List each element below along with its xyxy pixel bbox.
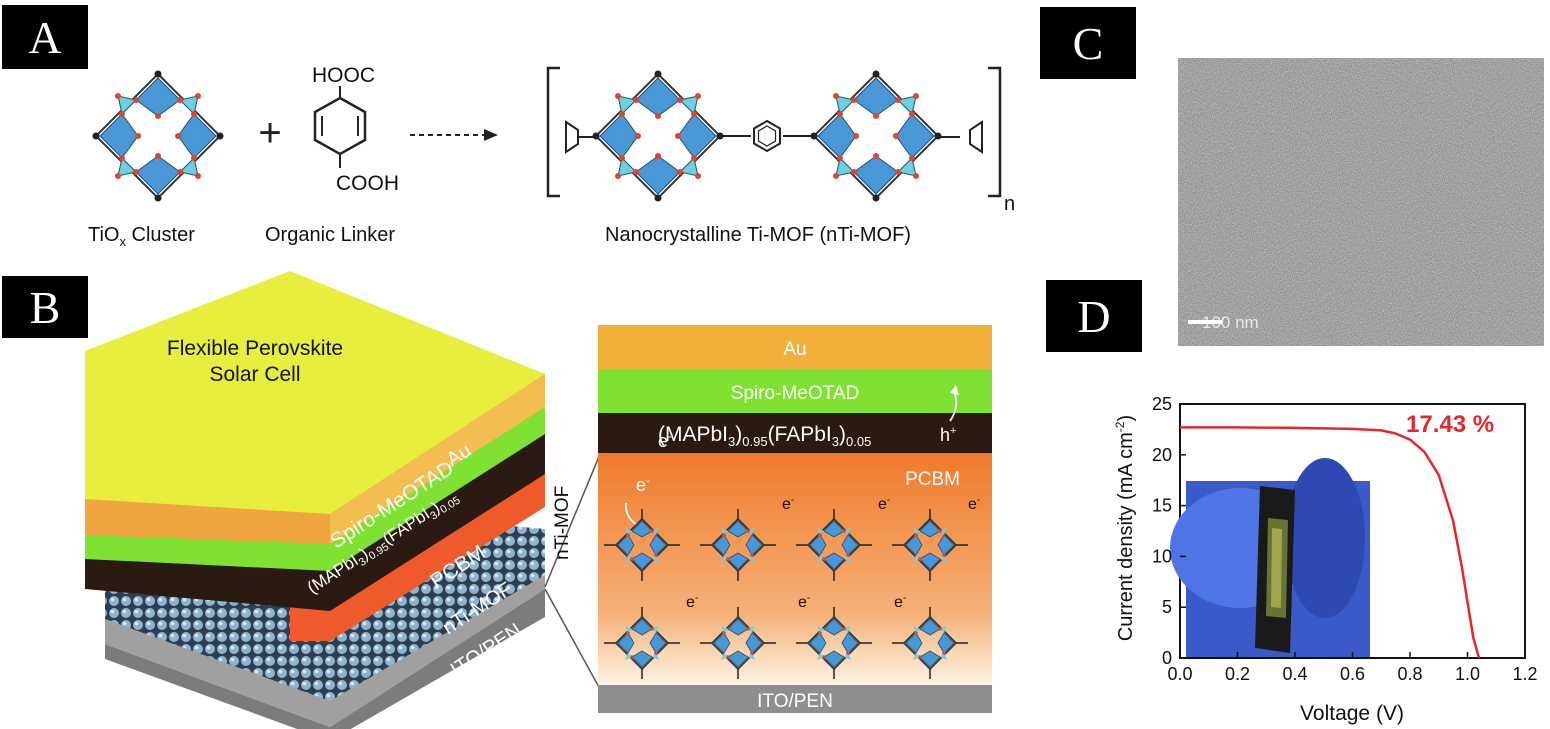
svg-text:e-: e- <box>798 593 810 611</box>
chart-axes: 0.0 0.2 0.4 0.6 0.8 1.0 1.2 0 5 10 15 20 25 <box>1152 394 1538 684</box>
y-tick-label: 0 <box>1162 648 1172 668</box>
x-axis-label: Voltage (V) <box>1300 702 1404 725</box>
x-tick-label: 0.6 <box>1340 664 1365 684</box>
xs-au-layer <box>598 325 992 369</box>
xs-ito-layer <box>598 685 992 713</box>
stack-title-line2: Solar Cell <box>209 363 300 386</box>
linker-top-group: HOOC <box>312 64 375 87</box>
xs-perovskite-layer <box>598 413 992 453</box>
y-tick-label: 10 <box>1152 546 1172 566</box>
organic-linker-label: Organic Linker <box>265 224 396 246</box>
x-tick-label: 0.4 <box>1282 664 1307 684</box>
y-tick-label: 15 <box>1152 496 1172 516</box>
xs-electron-label-1: e- <box>658 431 672 451</box>
jv-curve-series <box>1180 426 1481 659</box>
xs-perovskite-label: (MAPbI3)0.95(FAPbI3)0.05 <box>658 423 871 449</box>
svg-text:e-: e- <box>782 495 794 513</box>
panel-c-sem-image: 100 nm <box>1178 58 1544 346</box>
panel-label-c: C <box>1040 7 1136 79</box>
panel-b-device-stack: Au Spiro-MeOTAD (MAPbI3)0.95(FAPbI3)0.05… <box>85 271 600 729</box>
xs-pcbm-label: PCBM <box>905 469 960 490</box>
y-axis-label: Current density (mA cm-2) <box>1113 415 1137 641</box>
svg-text:e-: e- <box>878 495 890 513</box>
tiox-cluster-label: TiOx Cluster <box>88 224 195 249</box>
xs-hole-label: h+ <box>940 425 956 445</box>
y-tick-label: 25 <box>1152 394 1172 414</box>
panel-label-d: D <box>1046 280 1142 352</box>
repeat-unit-n: n <box>1004 193 1015 215</box>
organic-linker-icon <box>313 86 367 168</box>
x-tick-label: 0.2 <box>1225 664 1250 684</box>
xs-ito-label: ITO/PEN <box>757 691 833 712</box>
svg-text:e-: e- <box>686 593 698 611</box>
x-tick-label: 0.8 <box>1397 664 1422 684</box>
panel-label-b: B <box>2 276 88 338</box>
y-tick-label: 5 <box>1162 597 1172 617</box>
xs-spiro-label: Spiro-MeOTAD <box>731 383 859 404</box>
y-tick-label: 20 <box>1152 445 1172 465</box>
x-tick-label: 1.2 <box>1512 664 1537 684</box>
efficiency-annotation: 17.43 % <box>1406 411 1494 438</box>
xs-spiro-layer <box>598 369 992 413</box>
scale-bar-label: 100 nm <box>1202 313 1259 332</box>
panel-a-scheme: + HOOC COOH n <box>91 64 1015 215</box>
tiox-cluster-icon <box>91 69 225 203</box>
zoom-line-bottom <box>544 588 600 690</box>
xs-electron-label-2: e- <box>636 475 650 495</box>
zoom-line-top <box>544 453 600 588</box>
panel-b-cross-section: Au Spiro-MeOTAD (MAPbI3)0.95(FAPbI3)0.05… <box>598 325 992 713</box>
xs-ntimof-side-label: nTi-MOF <box>552 485 573 560</box>
hole-arrow-head-icon <box>950 385 959 395</box>
nti-mof-label: Nanocrystalline Ti-MOF (nTi-MOF) <box>605 224 911 246</box>
panel-label-a: A <box>2 5 88 69</box>
svg-text:e-: e- <box>894 593 906 611</box>
x-tick-label: 0.0 <box>1167 664 1192 684</box>
arrow-head-icon <box>484 129 498 141</box>
nti-mof-polymer <box>546 66 1002 203</box>
linker-bottom-group: COOH <box>336 172 399 195</box>
xs-au-label: Au <box>783 339 806 360</box>
xs-lattice-electrons: e- e- e- e- e- e- <box>686 495 980 611</box>
svg-text:e-: e- <box>968 495 980 513</box>
x-tick-label: 1.0 <box>1455 664 1480 684</box>
stack-title-line1: Flexible Perovskite <box>167 337 343 360</box>
inset-device-photo <box>1170 458 1370 657</box>
scale-bar <box>1188 320 1222 324</box>
plus-sign: + <box>258 111 281 155</box>
